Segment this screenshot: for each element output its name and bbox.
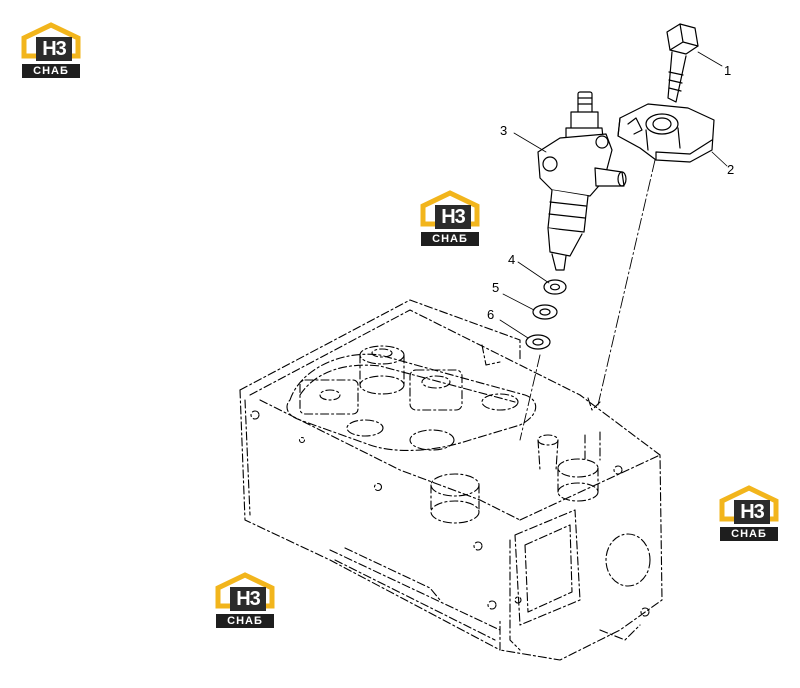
logo-mark-text: H3: [435, 205, 471, 229]
callout-3: 3: [500, 123, 507, 138]
callout-1: 1: [724, 63, 731, 78]
logo-word-text: СНАБ: [720, 527, 778, 541]
callout-leaders: [499, 51, 728, 339]
watermark-logo: H3 СНАБ: [419, 190, 481, 248]
washer-part-5: [532, 304, 558, 320]
callout-4: 4: [508, 252, 515, 267]
callout-6: 6: [487, 307, 494, 322]
clamp-part-2: [617, 103, 715, 163]
logo-word-text: СНАБ: [216, 614, 274, 628]
logo-mark-text: H3: [36, 37, 72, 61]
assembly-lines: [519, 159, 656, 441]
logo-word-text: СНАБ: [22, 64, 80, 78]
injector-part-3: [537, 91, 627, 271]
logo-word-text: СНАБ: [421, 232, 479, 246]
watermark-logo: H3 СНАБ: [214, 572, 276, 630]
logo-mark-text: H3: [230, 587, 266, 611]
washer-part-4: [543, 279, 567, 295]
watermark-logo: H3 СНАБ: [718, 485, 780, 543]
washer-part-6: [525, 334, 551, 350]
callout-5: 5: [492, 280, 499, 295]
logo-mark-text: H3: [734, 500, 770, 524]
cylinder-head: [239, 299, 663, 661]
brand-logo: H3 СНАБ: [20, 22, 82, 80]
callout-numbers: 1 2 3 4 5 6: [487, 63, 734, 322]
bolt-part-1: [666, 23, 699, 103]
callout-2: 2: [727, 162, 734, 177]
